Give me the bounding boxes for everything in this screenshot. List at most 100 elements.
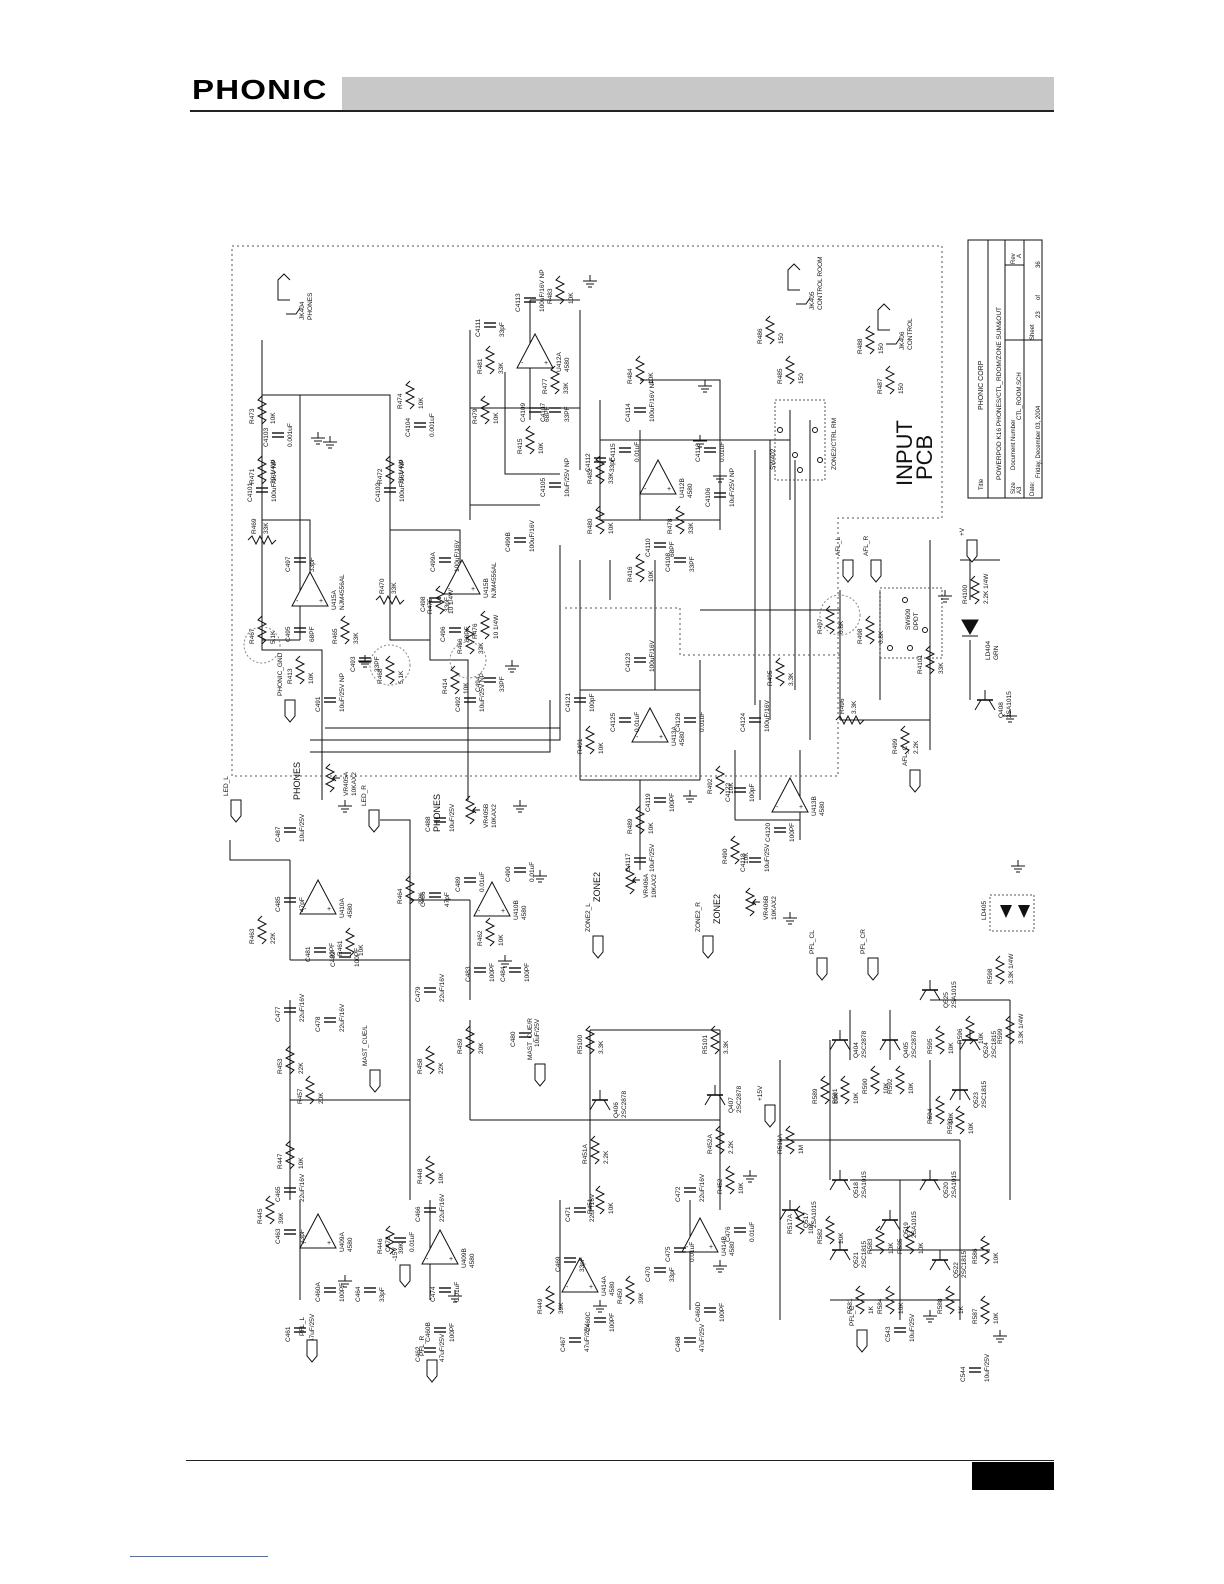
svg-text:ZONE2/CTRL RM: ZONE2/CTRL RM xyxy=(831,418,838,470)
opamp-ref: U415A xyxy=(331,589,338,610)
resistor-symbol xyxy=(994,955,1006,985)
svg-text:10 1/4W: 10 1/4W xyxy=(493,614,500,639)
opamp-part: NJM4556AL xyxy=(491,562,498,598)
svg-text:R491: R491 xyxy=(577,738,584,754)
capacitor-ref: C461 xyxy=(285,1326,292,1342)
resistor-ref: R485 xyxy=(777,368,784,384)
opamp-pin-minus: - xyxy=(686,1244,689,1251)
svg-text:MAST_CUE/R: MAST_CUE/R xyxy=(527,1018,534,1060)
capacitor-value: 100pF xyxy=(749,784,756,802)
transistor-lead xyxy=(929,1259,937,1271)
svg-text:C469: C469 xyxy=(555,1256,562,1272)
svg-text:U414B: U414B xyxy=(721,1236,728,1256)
capacitor-ref: C466 xyxy=(415,1206,422,1222)
svg-text:AFL_L: AFL_L xyxy=(835,536,842,556)
net-label: PFL_C xyxy=(849,1305,868,1353)
svg-text:R482: R482 xyxy=(587,468,594,484)
opamp-pin-minus: - xyxy=(521,360,524,367)
pot-label: PHONES xyxy=(292,762,302,800)
svg-text:C494: C494 xyxy=(475,676,482,692)
pot-symbol xyxy=(324,763,340,793)
svg-text:2SA1015: 2SA1015 xyxy=(951,1171,958,1198)
wire xyxy=(261,600,323,800)
resistor-ref: R498 xyxy=(857,628,864,644)
resistor-value: 10K xyxy=(418,397,425,409)
svg-text:10K: 10K xyxy=(438,1172,445,1184)
ground-icon xyxy=(338,1275,352,1288)
resistor-symbol xyxy=(634,805,646,835)
svg-text:JK406: JK406 xyxy=(899,331,906,350)
capacitor-ref: C4121 xyxy=(565,692,572,712)
capacitor-ref: C499A xyxy=(430,551,437,572)
resistor-symbol xyxy=(256,455,268,485)
svg-text:10KAX2: 10KAX2 xyxy=(651,874,658,898)
net-label: PFL_R xyxy=(419,1335,438,1383)
jack-ref: JK406 xyxy=(899,331,906,350)
svg-text:SW402: SW402 xyxy=(770,448,777,470)
svg-text:10uF/25V NP: 10uF/25V NP xyxy=(729,468,736,507)
svg-text:Size: Size xyxy=(1011,482,1017,494)
resistor-value: 22K xyxy=(438,1062,445,1074)
resistor-value: 10K xyxy=(648,372,655,384)
svg-text:ZONE2: ZONE2 xyxy=(712,894,722,924)
svg-text:R450: R450 xyxy=(617,1288,624,1304)
resistor-value: 33K xyxy=(498,362,505,374)
net-label: PFL_L xyxy=(299,1316,318,1363)
resistor-symbol xyxy=(256,395,268,425)
svg-text:100PF: 100PF xyxy=(354,948,361,967)
resistor-symbol xyxy=(449,665,461,695)
capacitor-value: 33pF xyxy=(444,597,451,612)
capacitor-ref: C460D xyxy=(695,1301,702,1322)
svg-text:R452A: R452A xyxy=(707,1133,714,1154)
resistor-ref: R492 xyxy=(707,778,714,794)
resistor-symbol xyxy=(344,927,356,957)
svg-text:4580: 4580 xyxy=(609,1281,616,1296)
transistor-part: 2SC2878 xyxy=(621,1091,628,1118)
transistor-part: 2SA1015 xyxy=(911,1211,918,1238)
svg-text:10K: 10K xyxy=(608,1202,615,1214)
svg-text:C4123: C4123 xyxy=(625,652,632,672)
net-label: MAST_CUE/L xyxy=(362,1025,381,1093)
capacitor-value: 0.01uF xyxy=(454,1282,461,1302)
resistor-symbol xyxy=(964,1015,976,1045)
svg-text:10K: 10K xyxy=(598,742,605,754)
capacitor-ref: C462 xyxy=(415,1346,422,1362)
transistor-lead xyxy=(949,1089,957,1101)
resistor-value: 10K xyxy=(648,822,655,834)
resistor-value: 33K xyxy=(478,642,485,654)
resistor-ref: R463 xyxy=(249,928,256,944)
svg-text:C499B: C499B xyxy=(505,532,512,552)
resistor-value: 10K xyxy=(808,1222,815,1234)
capacitor-ref: C4116 xyxy=(695,443,702,462)
resistor-symbol xyxy=(634,553,646,583)
document-number: CTL_ROOM.SCH xyxy=(1017,372,1023,420)
svg-text:C544: C544 xyxy=(960,1366,967,1382)
resistor-value: 39K xyxy=(558,1302,565,1314)
svg-text:R451A: R451A xyxy=(582,1143,589,1164)
pot-value: 10KAX2 xyxy=(771,896,778,920)
resistor-value: 3.3K xyxy=(723,1040,730,1054)
resistor-symbol xyxy=(784,1125,796,1155)
svg-text:Q522: Q522 xyxy=(953,1262,960,1278)
opamp-symbol xyxy=(299,1212,337,1249)
capacitor-ref: C471 xyxy=(565,1206,572,1222)
svg-text:0.001uF: 0.001uF xyxy=(429,413,436,437)
transistor-ref: Q518 xyxy=(853,1182,860,1198)
capacitor-ref: C4108 xyxy=(665,552,672,572)
svg-text:33K: 33K xyxy=(391,582,398,594)
svg-text:33pF: 33pF xyxy=(609,457,616,472)
resistor-symbol xyxy=(894,1065,906,1095)
svg-text:39 1/4W: 39 1/4W xyxy=(270,459,277,484)
resistor-symbol xyxy=(839,1075,851,1105)
resistor-ref: R413 xyxy=(287,668,294,684)
svg-text:0.01uF: 0.01uF xyxy=(749,1222,756,1242)
svg-text:C482: C482 xyxy=(330,951,337,967)
capacitor-ref: C4106 xyxy=(705,487,712,507)
capacitor-value: 0.001uF xyxy=(287,423,294,447)
resistor-value: 10K xyxy=(608,522,615,534)
resistor-symbol xyxy=(284,1140,296,1170)
svg-text:47pF: 47pF xyxy=(299,897,306,912)
svg-text:+V: +V xyxy=(959,527,966,536)
svg-text:68PF: 68PF xyxy=(464,626,471,642)
resistor-ref: R590 xyxy=(862,1078,869,1094)
